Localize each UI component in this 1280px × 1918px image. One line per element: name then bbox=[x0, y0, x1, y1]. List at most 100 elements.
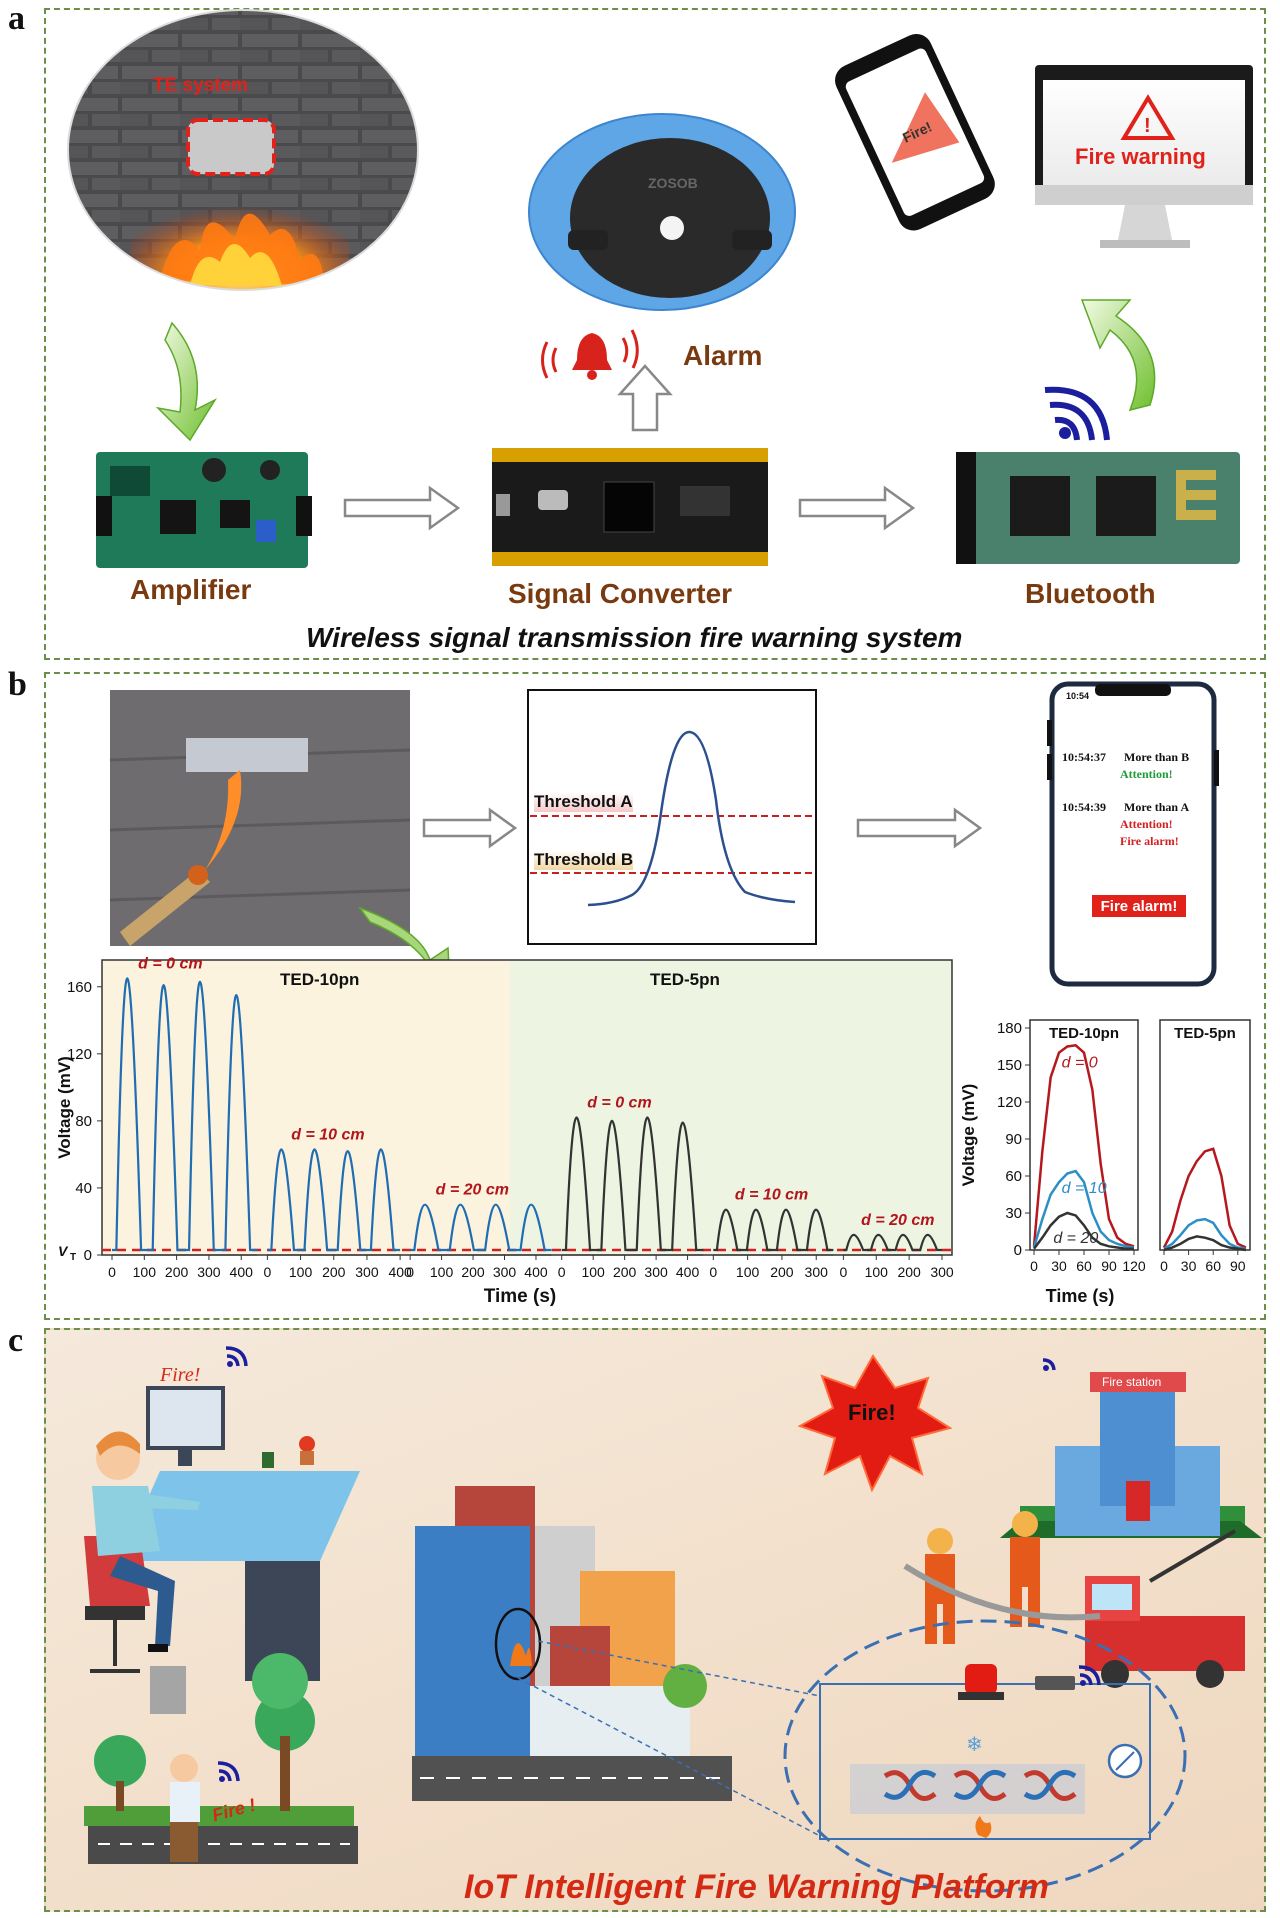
threshold-chart bbox=[527, 689, 817, 945]
curved-arrow-up-icon bbox=[1080, 299, 1156, 412]
phone-msg2-status: Attention! bbox=[1120, 817, 1173, 831]
side-series-line bbox=[1163, 1235, 1247, 1252]
right-arrow-icon-1 bbox=[343, 485, 461, 531]
panel-b-frame bbox=[44, 672, 1266, 1320]
phone-msg1-status: Attention! bbox=[1120, 767, 1173, 781]
x-tick-label: 100 bbox=[289, 1264, 313, 1280]
x-tick-label: 0 bbox=[558, 1264, 566, 1280]
x-tick-label: 100 bbox=[865, 1264, 889, 1280]
series-line-2 bbox=[410, 1203, 552, 1252]
iot-circuit: ❄ bbox=[783, 1619, 1187, 1893]
threshold-a-label: Threshold A bbox=[534, 792, 633, 812]
side-series-line bbox=[1032, 1169, 1135, 1249]
up-arrow-icon bbox=[617, 364, 673, 432]
side-y-tick-label: 60 bbox=[1005, 1168, 1022, 1185]
panel-b-graphics bbox=[109, 681, 1219, 988]
side-x-tick-label: 60 bbox=[1076, 1258, 1092, 1274]
alarm-label: Alarm bbox=[683, 340, 763, 371]
te-system-box bbox=[186, 118, 276, 176]
x-tick-label: 0 bbox=[263, 1264, 271, 1280]
y-tick-label: 120 bbox=[67, 1046, 92, 1063]
x-tick-label: 200 bbox=[770, 1264, 794, 1280]
y-axis-label: Voltage (mV) bbox=[55, 1056, 74, 1159]
side-series-label: d = 10 bbox=[1062, 1180, 1107, 1197]
panel-c-caption: IoT Intelligent Fire Warning Platform bbox=[464, 1868, 1049, 1906]
side-series-line bbox=[1162, 1147, 1247, 1249]
side-y-tick-label: 150 bbox=[997, 1057, 1022, 1074]
monitor: ! bbox=[1035, 65, 1253, 248]
smartphone bbox=[835, 33, 995, 231]
right-arrow-icon-2 bbox=[798, 485, 916, 531]
threshold-b-label: Threshold B bbox=[534, 850, 634, 870]
side-x-tick-label: 120 bbox=[1122, 1258, 1146, 1274]
series-line-1 bbox=[267, 1148, 401, 1252]
series-label-4: d = 10 cm bbox=[735, 1187, 808, 1204]
x-tick-label: 0 bbox=[709, 1264, 717, 1280]
x-tick-label: 400 bbox=[524, 1264, 548, 1280]
phone-msg2-time: 10:54:39 bbox=[1062, 800, 1106, 814]
city-buildings bbox=[412, 1486, 732, 1801]
side-series-line bbox=[1032, 1043, 1135, 1248]
wifi-icon-park bbox=[217, 1761, 240, 1782]
wifi-icon-office bbox=[225, 1346, 248, 1367]
curved-arrow-down-icon bbox=[155, 321, 218, 442]
park-person bbox=[84, 1653, 358, 1864]
series-line-5 bbox=[843, 1233, 942, 1252]
panel-letter-b: b bbox=[8, 666, 27, 703]
x-tick-label: 300 bbox=[805, 1264, 829, 1280]
y-tick-label: 160 bbox=[67, 979, 92, 996]
threshold-signal-line bbox=[587, 730, 796, 907]
x-tick-label: 400 bbox=[676, 1264, 700, 1280]
fire-alarm-button[interactable]: Fire alarm! bbox=[1100, 898, 1178, 915]
x-tick-label: 200 bbox=[322, 1264, 346, 1280]
x-tick-label: 300 bbox=[930, 1264, 954, 1280]
svg-text:❄: ❄ bbox=[966, 1734, 983, 1756]
buzzer-marking: ZOSOB bbox=[648, 175, 698, 191]
signal-converter-board bbox=[492, 448, 768, 566]
fire-burst-icon bbox=[797, 1354, 953, 1493]
x-tick-label: 200 bbox=[897, 1264, 921, 1280]
x-tick-label: 100 bbox=[430, 1264, 454, 1280]
fire-truck bbox=[1085, 1529, 1245, 1688]
side-subplot-title: TED-10pn bbox=[1049, 1025, 1119, 1042]
warning-icon bbox=[1120, 94, 1176, 140]
wifi-icon bbox=[1044, 386, 1110, 441]
series-line-3 bbox=[561, 1116, 704, 1252]
x-tick-label: 0 bbox=[406, 1264, 414, 1280]
x-tick-label: 100 bbox=[736, 1264, 760, 1280]
side-series-label: d = 0 bbox=[1062, 1054, 1098, 1071]
side-x-axis-label: Time (s) bbox=[1046, 1286, 1115, 1306]
y-tick-label: 0 bbox=[84, 1247, 92, 1264]
amplifier-label: Amplifier bbox=[130, 574, 252, 605]
side-series-line bbox=[1033, 1211, 1134, 1251]
phone-msg2-text: More than A bbox=[1124, 800, 1190, 814]
x-tick-label: 200 bbox=[461, 1264, 485, 1280]
side-subplot-frame bbox=[1159, 1019, 1251, 1251]
bluetooth-board bbox=[956, 452, 1240, 564]
side-y-axis-label: Voltage (mV) bbox=[960, 1084, 978, 1187]
x-tick-label: 400 bbox=[230, 1264, 254, 1280]
side-y-tick-label: 180 bbox=[997, 1020, 1022, 1037]
y-tick-label: 80 bbox=[75, 1113, 92, 1130]
side-y-tick-label: 120 bbox=[997, 1094, 1022, 1111]
panel-a-frame bbox=[44, 8, 1266, 660]
series-label-2: d = 20 cm bbox=[436, 1182, 509, 1199]
x-tick-label: 300 bbox=[644, 1264, 668, 1280]
side-x-tick-label: 0 bbox=[1030, 1258, 1038, 1274]
side-y-tick-label: 90 bbox=[1005, 1131, 1022, 1148]
amplifier-board bbox=[96, 452, 312, 568]
group-label-ted10: TED-10pn bbox=[280, 970, 359, 989]
x-tick-label: 0 bbox=[108, 1264, 116, 1280]
x-tick-label: 300 bbox=[355, 1264, 379, 1280]
screen-fire-text: Fire! bbox=[160, 1364, 201, 1386]
side-x-tick-label: 30 bbox=[1181, 1258, 1197, 1274]
vt-subscript: T bbox=[70, 1252, 76, 1263]
torch-photo bbox=[109, 690, 411, 946]
fire-warning-label: Fire warning bbox=[1075, 144, 1206, 169]
phone-b bbox=[1047, 681, 1219, 987]
office-worker bbox=[84, 1386, 360, 1714]
firefighters bbox=[903, 1511, 1101, 1644]
side-x-tick-label: 60 bbox=[1205, 1258, 1221, 1274]
x-tick-label: 400 bbox=[388, 1264, 412, 1280]
side-x-tick-label: 0 bbox=[1160, 1258, 1168, 1274]
